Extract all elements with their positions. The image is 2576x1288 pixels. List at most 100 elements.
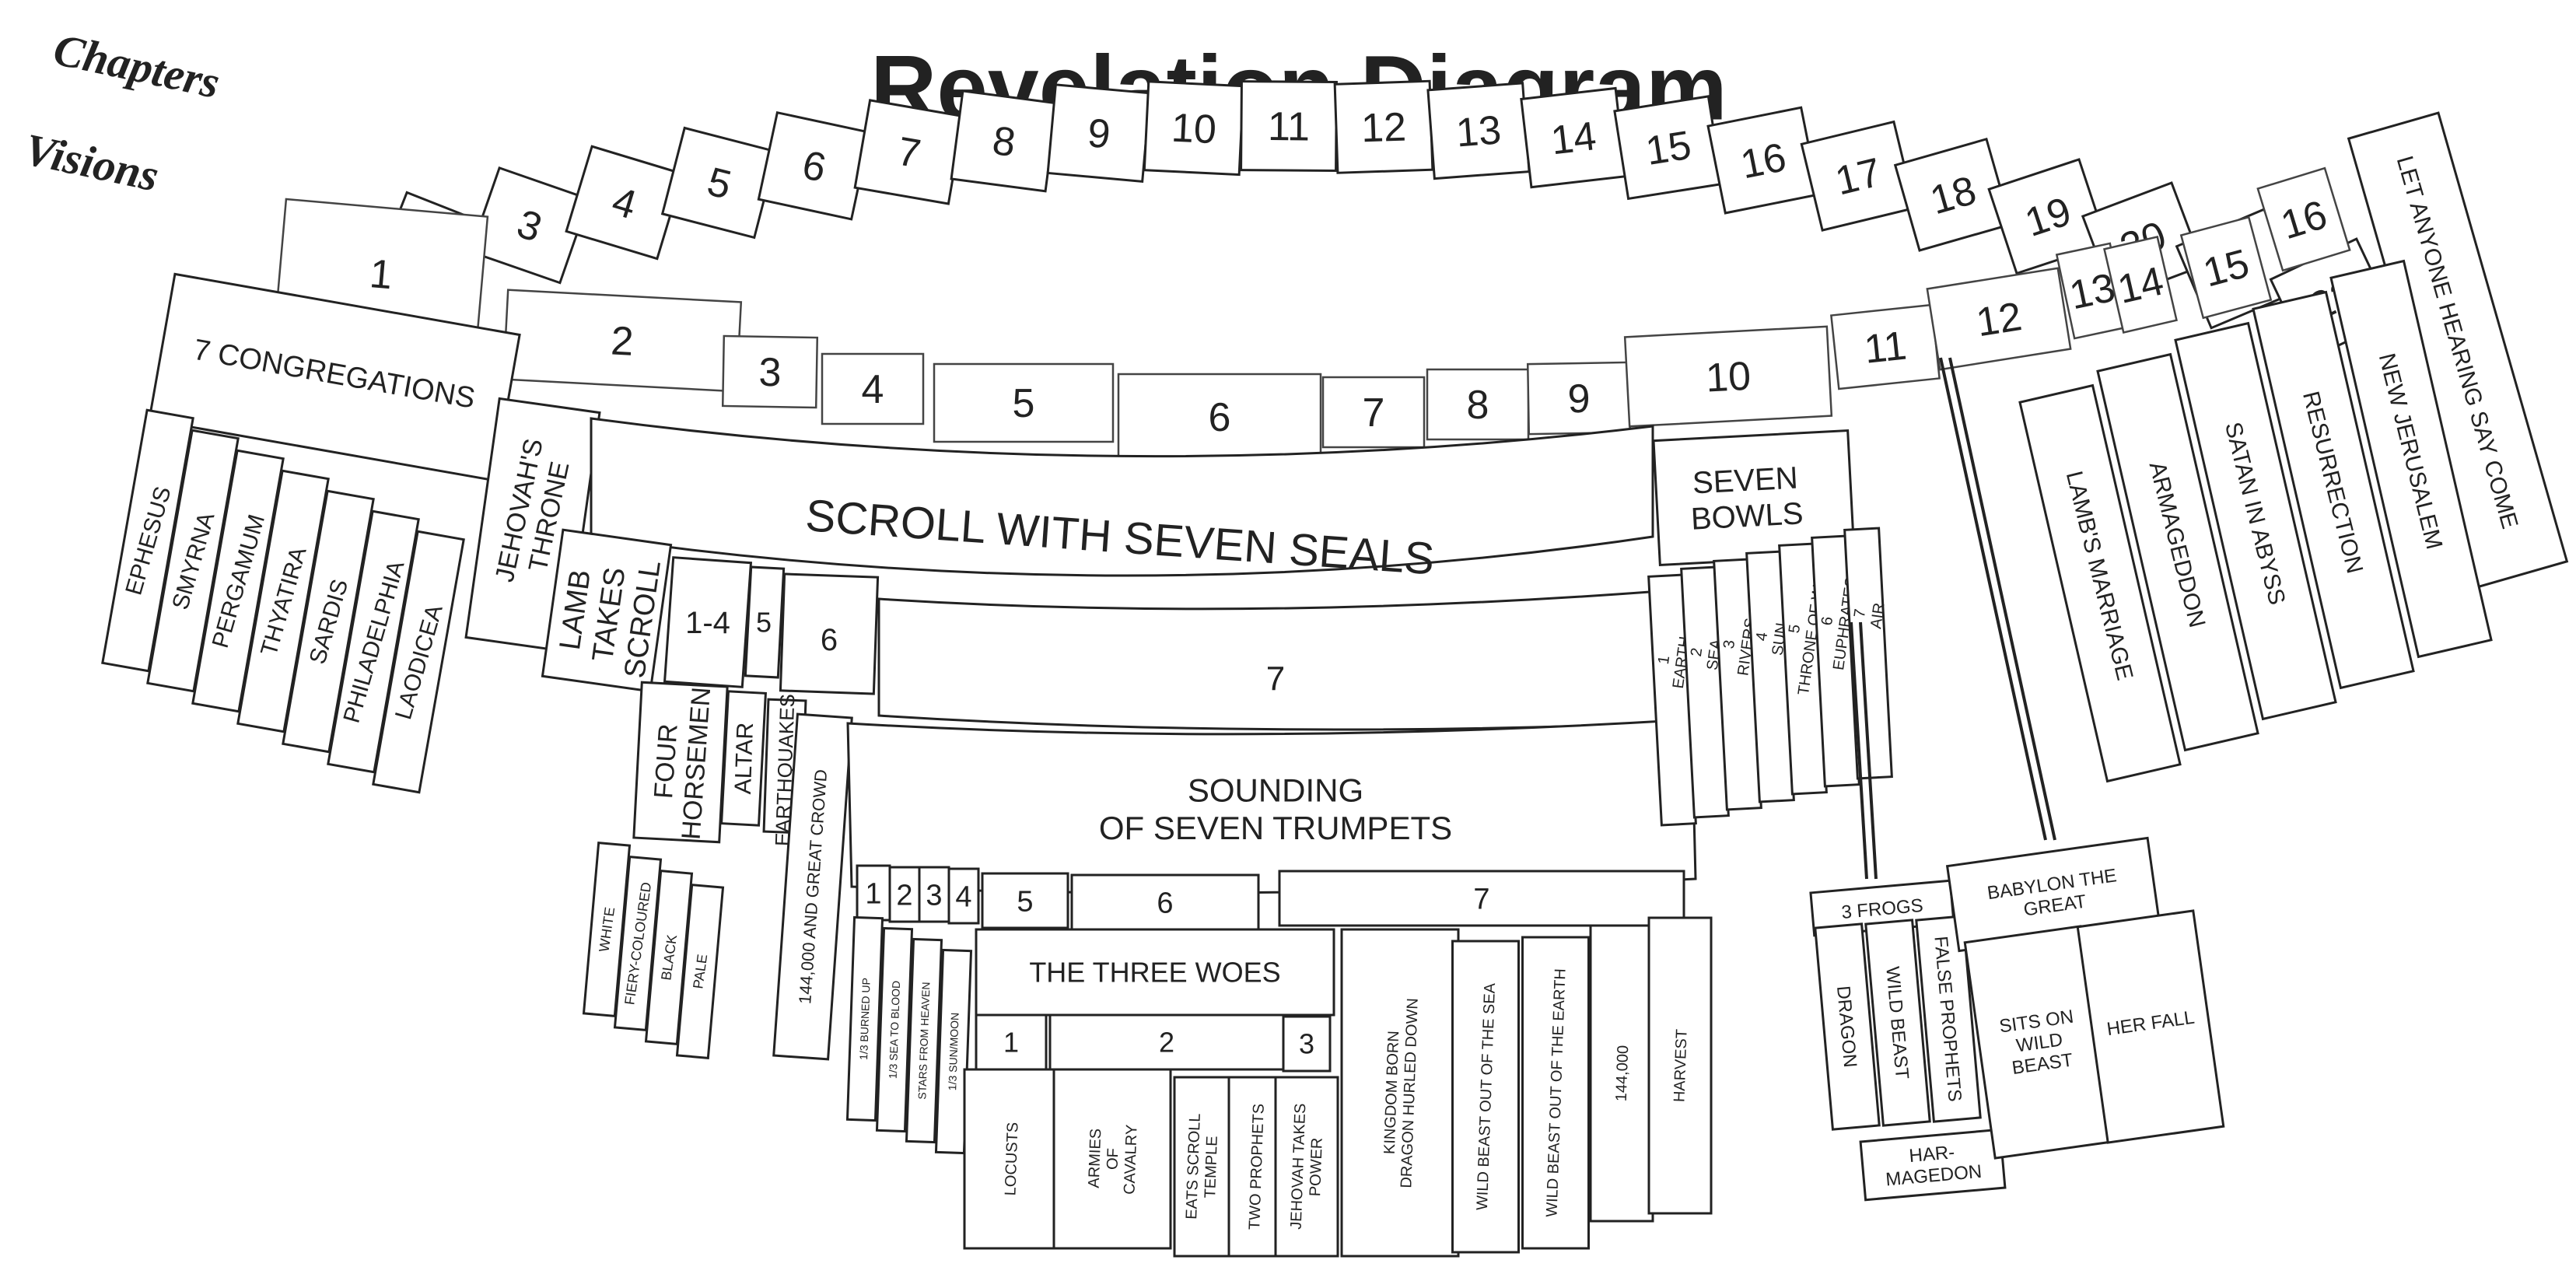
bowl-7: 7AIR	[1850, 599, 1888, 629]
seal-5: 5	[756, 607, 772, 639]
trumpet-number-4: 4	[955, 880, 971, 913]
vision-box-14	[2103, 236, 2178, 334]
congregation-box-5	[327, 509, 420, 774]
connector-babylon-1	[1939, 357, 2047, 841]
seventh-trumpet-box-4	[1647, 916, 1713, 1215]
chapter-number-13: 13	[1454, 107, 1503, 156]
frog-box-0	[1814, 922, 1881, 1131]
trumpet-effect-box-3	[934, 948, 973, 1155]
congregation-box-2	[191, 449, 285, 713]
trumpet-number-box-7	[1278, 870, 1685, 927]
vision-number-12: 12	[1973, 294, 2025, 345]
vision-number-3: 3	[758, 350, 782, 395]
vision-number-2: 2	[610, 318, 635, 364]
connector-frogs-1	[1850, 621, 1868, 880]
woe-number-box-3	[1282, 1015, 1332, 1073]
woes-header-box	[975, 928, 1335, 1017]
vision-box-5	[933, 362, 1115, 443]
end-item-box-4	[2329, 259, 2493, 659]
seal-5-box	[744, 565, 786, 679]
vision-number-6: 6	[1209, 395, 1231, 440]
congregation-box-0	[101, 408, 194, 673]
vision-box-12	[1926, 267, 2072, 371]
trumpet-effect-0: 1/3 BURNED UP	[857, 978, 873, 1060]
vision-number-4: 4	[862, 367, 884, 412]
altar-box	[720, 690, 767, 827]
chapter-box-18	[1893, 137, 2013, 252]
frog-box-2	[1915, 915, 1982, 1123]
four-horsemen-box	[632, 681, 729, 844]
trumpet-effect-2: STARS FROM HEAVEN	[915, 982, 932, 1100]
woes-header: THE THREE WOES	[1029, 957, 1280, 989]
visions-label: Visions	[20, 124, 163, 201]
congregation-box-1	[146, 429, 240, 693]
connector-frogs-2	[1859, 621, 1878, 880]
congregation-box-4	[282, 489, 375, 754]
woe-item-box-0	[963, 1068, 1059, 1250]
chapter-number-17: 17	[1831, 150, 1885, 205]
chapter-number-9: 9	[1086, 110, 1112, 157]
woe-item-1: ARMIESOFCAVALRY	[1085, 1123, 1140, 1195]
vision-box-6	[1117, 373, 1322, 461]
seventh-trumpet-box-0	[1340, 928, 1460, 1258]
woe-number-1: 1	[1003, 1027, 1019, 1059]
frog-box-1	[1864, 919, 1931, 1127]
woe-item-0: LOCUSTS	[1002, 1122, 1021, 1195]
trumpet-number-box-4	[947, 867, 980, 925]
trumpet-effect-3: 1/3 SUN/MOON	[946, 1013, 961, 1091]
connector-babylon-2	[1948, 357, 2056, 841]
trumpet-number-box-6	[1070, 873, 1260, 931]
seal-1-4: 1-4	[685, 606, 730, 640]
vision-number-7: 7	[1363, 390, 1385, 436]
vision-box-16	[2256, 166, 2351, 272]
trumpet-number-5: 5	[1017, 885, 1033, 918]
chapter-number-10: 10	[1171, 106, 1218, 153]
trumpet-number-1: 1	[865, 877, 881, 910]
congregation-box-3	[236, 469, 330, 733]
trumpet-number-3: 3	[926, 879, 942, 912]
congregation-box-6	[372, 530, 465, 794]
vision-number-14: 14	[2114, 258, 2168, 313]
vision-number-10: 10	[1705, 354, 1752, 401]
woe-item-box-2	[1173, 1076, 1230, 1258]
trumpet-effect-box-0	[845, 915, 884, 1122]
woe-number-2: 2	[1159, 1027, 1174, 1059]
altar: ALTAR	[730, 722, 758, 794]
harmagedon-box	[1859, 1128, 2007, 1202]
seal-6-box	[779, 572, 880, 695]
vision-number-5: 5	[1013, 381, 1035, 426]
chapter-number-14: 14	[1549, 114, 1598, 163]
woe-item-box-4	[1274, 1076, 1339, 1258]
trumpet-number-7: 7	[1473, 883, 1489, 915]
seal-7: 7	[1266, 660, 1285, 698]
lamb-takes-scroll-box	[541, 528, 673, 693]
trumpet-effect-box-2	[905, 937, 943, 1144]
vision-number-9: 9	[1567, 376, 1591, 422]
end-item-box-3	[2252, 290, 2415, 690]
trumpet-effect-box-1	[875, 926, 914, 1133]
seventh-trumpet-item-3: 144,000	[1613, 1045, 1633, 1102]
vision-box-7	[1321, 376, 1426, 449]
vision-box-15	[2179, 215, 2273, 320]
vision-number-11: 11	[1862, 324, 1909, 373]
trumpet-number-6: 6	[1157, 887, 1173, 919]
vision-box-4	[821, 352, 925, 425]
chapter-number-11: 11	[1268, 104, 1310, 149]
woe-item-2: EATS SCROLLTEMPLE	[1183, 1113, 1222, 1220]
chapters-label: Chapters	[49, 24, 224, 108]
woe-number-box-2	[1048, 1013, 1285, 1071]
vision-number-8: 8	[1467, 383, 1489, 428]
lamb-takes-scroll: LAMBTAKESSCROLL	[551, 549, 667, 681]
chapter-number-15: 15	[1643, 123, 1694, 174]
seventh-trumpet-box-2	[1521, 936, 1590, 1250]
trumpet-number-2: 2	[896, 879, 912, 912]
vision-number-1: 1	[368, 251, 394, 298]
great-crowd-box	[772, 712, 853, 1061]
vision-box-3	[721, 334, 819, 409]
end-item-box-2	[2174, 321, 2337, 721]
chapter-box-3	[468, 166, 591, 285]
trumpet-number-box-2	[888, 866, 921, 923]
woe-item-box-1	[1052, 1068, 1172, 1250]
